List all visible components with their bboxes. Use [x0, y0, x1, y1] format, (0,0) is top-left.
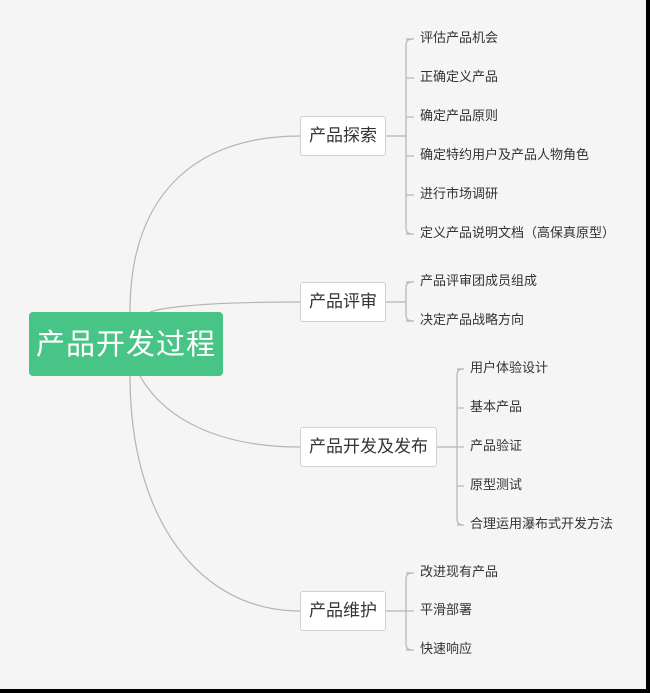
- leaf-node[interactable]: 合理运用瀑布式开发方法: [470, 517, 614, 532]
- leaf-node[interactable]: 决定产品战略方向: [420, 313, 525, 328]
- leaf-node[interactable]: 产品评审团成员组成: [420, 274, 538, 289]
- leaf-node[interactable]: 产品验证: [470, 439, 523, 454]
- root-node[interactable]: 产品开发过程: [29, 312, 223, 376]
- leaf-node[interactable]: 原型测试: [470, 478, 523, 493]
- leaf-node[interactable]: 确定特约用户及产品人物角色: [420, 148, 590, 163]
- root-branch-connector: [129, 135, 301, 313]
- leaf-node[interactable]: 评估产品机会: [420, 31, 499, 46]
- leaf-node[interactable]: 平滑部署: [420, 603, 473, 618]
- branch-node-maintenance[interactable]: 产品维护: [300, 591, 386, 631]
- branch-node-review[interactable]: 产品评审: [300, 282, 386, 322]
- leaf-node[interactable]: 确定产品原则: [420, 109, 499, 124]
- root-branch-connector: [149, 301, 301, 313]
- branch-node-development-release[interactable]: 产品开发及发布: [300, 427, 437, 467]
- leaf-node[interactable]: 用户体验设计: [470, 361, 549, 376]
- leaf-node[interactable]: 改进现有产品: [420, 565, 499, 580]
- review-bracket: [405, 281, 413, 322]
- leaf-node[interactable]: 基本产品: [470, 400, 523, 415]
- root-branch-connector: [129, 375, 301, 612]
- branch-node-exploration[interactable]: 产品探索: [300, 116, 386, 156]
- root-branch-connector: [139, 375, 301, 448]
- leaf-node[interactable]: 快速响应: [420, 642, 473, 657]
- exploration-bracket: [405, 38, 413, 235]
- leaf-node[interactable]: 进行市场调研: [420, 187, 499, 202]
- leaf-node[interactable]: 正确定义产品: [420, 70, 499, 85]
- leaf-node[interactable]: 定义产品说明文档（高保真原型）: [420, 226, 616, 241]
